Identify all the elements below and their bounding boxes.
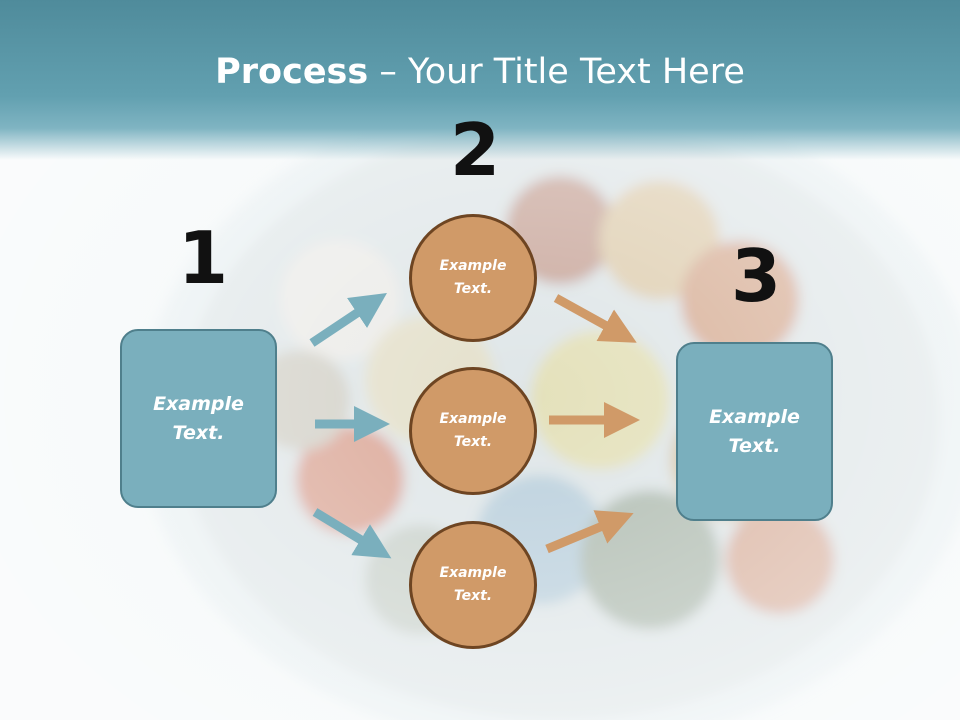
step-2-circle-top: Example Text. xyxy=(409,214,537,342)
step-3-text-line2: Text. xyxy=(728,434,781,457)
step-1-text-line1: Example xyxy=(153,392,244,415)
slide-title: Process – Your Title Text Here xyxy=(0,52,960,92)
circle-bottom-text-line1: Example xyxy=(439,565,507,581)
step-1-box: Example Text. xyxy=(120,329,277,508)
arrow-blue-up xyxy=(309,293,387,347)
step-2-circle-bottom: Example Text. xyxy=(409,521,537,649)
step-1-text-line2: Text. xyxy=(172,421,225,444)
step-2-circle-middle: Example Text. xyxy=(409,367,537,495)
arrow-orange-down xyxy=(553,294,637,343)
step-number-1: 1 xyxy=(178,216,229,300)
step-number-2: 2 xyxy=(450,108,501,192)
arrow-orange-up xyxy=(545,510,634,554)
circle-middle-text-line1: Example xyxy=(439,411,507,427)
title-bold: Process xyxy=(215,52,369,92)
circle-top-text-line2: Text. xyxy=(453,281,493,297)
arrow-blue-down xyxy=(312,508,392,559)
step-number-3: 3 xyxy=(731,234,782,318)
circle-middle-text-line2: Text. xyxy=(453,434,493,450)
title-rest: – Your Title Text Here xyxy=(368,52,745,92)
step-3-box: Example Text. xyxy=(676,342,833,521)
circle-top-text-line1: Example xyxy=(439,258,507,274)
circle-bottom-text-line2: Text. xyxy=(453,588,493,604)
step-3-text-line1: Example xyxy=(709,405,800,428)
title-bar xyxy=(0,0,960,160)
